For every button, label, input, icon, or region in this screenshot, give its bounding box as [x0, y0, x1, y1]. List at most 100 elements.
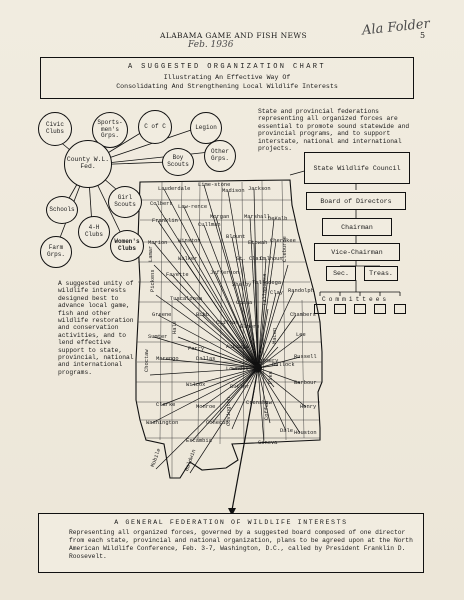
ray-line — [241, 302, 259, 369]
county-label: Marion — [148, 240, 168, 246]
ray-line — [231, 236, 259, 369]
county-label: Randolph — [288, 288, 314, 294]
page-number: 5 — [420, 31, 426, 40]
committee-box — [314, 304, 326, 314]
boy-scouts-circle: Boy Scouts — [162, 148, 194, 176]
ray-line — [157, 314, 259, 369]
county-label: Macon — [272, 327, 278, 344]
county-label: Coosa — [236, 300, 253, 306]
county-label: Chilton — [216, 320, 239, 326]
county-label: Cherokee — [270, 238, 296, 244]
county-label: Law-rence — [178, 204, 208, 210]
county-label: Chambers — [290, 312, 316, 318]
farm-groups-circle: Farm Grps. — [40, 236, 72, 268]
ray-line — [257, 367, 287, 432]
committee-box — [374, 304, 386, 314]
county-label: Butler — [230, 384, 250, 390]
ray-line — [161, 358, 259, 369]
chart-subtitle: Illustrating An Effective Way Of — [163, 74, 291, 81]
ray-line — [177, 336, 259, 369]
county-label: Monroe — [196, 404, 216, 410]
committee-box — [354, 304, 366, 314]
county-label: Conecuh — [206, 420, 229, 426]
ray-line — [201, 367, 259, 408]
county-label: Barbour — [294, 380, 317, 386]
county-label: Russell — [294, 354, 317, 360]
ray-line — [189, 367, 259, 474]
schools-circle: Schools — [46, 196, 78, 224]
county-label: Lime-stone — [198, 182, 231, 188]
county-label: Houston — [294, 430, 317, 436]
county-label: Fayette — [166, 272, 189, 278]
county-label: Covington — [226, 396, 232, 426]
ray-line — [257, 356, 301, 369]
county-label: Dallas — [196, 356, 216, 362]
ray-line — [155, 367, 259, 470]
ray-line — [257, 292, 277, 369]
ray-line — [249, 216, 259, 369]
county-label: Crenshaw — [246, 400, 272, 406]
legion-circle: Legion — [190, 112, 222, 144]
county-label: Tuscaloosa — [170, 296, 203, 302]
county-label: Greene — [152, 312, 172, 318]
secretary-box: Sec. — [326, 266, 356, 281]
board-of-directors-box: Board of Directors — [306, 192, 406, 210]
ray-line — [257, 334, 303, 369]
ray-line — [257, 240, 277, 369]
ray-line — [201, 358, 259, 369]
county-label: Lee — [296, 332, 306, 338]
general-federation-box: A GENERAL FEDERATION OF WILDLIFE INTERES… — [38, 513, 424, 573]
county-label: Marengo — [156, 356, 179, 362]
state-wildlife-council-box: State Wildlife Council — [304, 152, 410, 184]
ray-line — [183, 240, 259, 369]
ray-line — [231, 367, 259, 430]
ray-line — [171, 274, 259, 369]
county-label: Autauga — [226, 344, 249, 350]
county-label: Shelby — [232, 282, 252, 288]
ray-line — [161, 367, 259, 406]
county-label: Henry — [300, 404, 317, 410]
county-label: Pike — [268, 371, 274, 384]
county-label: St. Clair — [236, 256, 266, 262]
radiating-lines — [149, 184, 307, 474]
ray-line — [183, 258, 259, 369]
committees-label: Committees — [322, 296, 390, 303]
ray-line — [191, 367, 259, 386]
county-label: Clay — [270, 290, 283, 296]
county-label: DeKalb — [268, 216, 288, 222]
ray-line — [257, 314, 297, 369]
county-label: Washington — [146, 420, 179, 426]
committee-box — [334, 304, 346, 314]
ray-line — [245, 326, 259, 369]
county-label: Coffee — [264, 400, 270, 420]
chart-subtitle-2: Consolidating And Strengthening Local Wi… — [116, 83, 338, 90]
ray-line — [211, 367, 259, 424]
county-label: Jefferson — [210, 270, 240, 276]
ray-line — [155, 203, 259, 369]
county-label: Talladega — [252, 280, 282, 286]
ray-line — [257, 264, 289, 369]
ray-line — [193, 348, 259, 369]
county-label: Walker — [178, 256, 198, 262]
state-outline — [135, 179, 323, 479]
ray-line — [149, 367, 259, 376]
county-label: Elmore — [240, 324, 260, 330]
chairman-box: Chairman — [322, 218, 392, 236]
ray-line — [253, 242, 259, 369]
treasurer-box: Treas. — [364, 266, 398, 281]
county-label: Escambia — [186, 438, 212, 444]
federations-paragraph: State and provincial federations represe… — [258, 108, 410, 153]
ray-line — [163, 188, 259, 369]
county-label: Montgomery — [246, 358, 279, 364]
ray-line — [257, 367, 265, 444]
ray-line — [221, 322, 259, 369]
county-label: Tallapoosa — [262, 273, 268, 306]
ray-line — [227, 190, 259, 369]
county-federation-circle: County W.L. Fed. — [64, 140, 112, 188]
county-label: Cullman — [198, 222, 221, 228]
ray-line — [257, 367, 271, 424]
county-label: Blount — [226, 234, 246, 240]
ray-line — [203, 224, 259, 369]
four-h-clubs-circle: 4-H Clubs — [78, 216, 110, 248]
